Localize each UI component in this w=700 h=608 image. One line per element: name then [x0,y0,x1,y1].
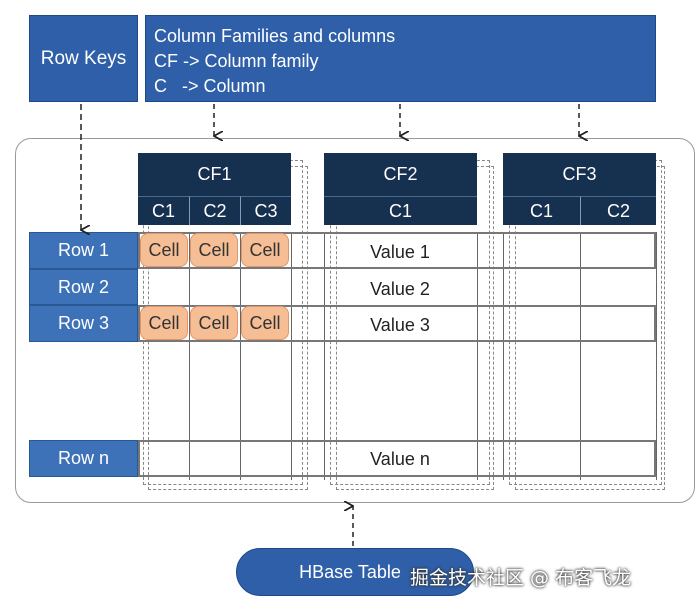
row-1-label: Row 1 [29,232,138,269]
cf1-col-c3: C3 [240,196,291,225]
row-keys-label: Row Keys [29,15,138,102]
grid-line [503,232,504,480]
cf1-col-c1: C1 [138,196,189,225]
cf3-col-c1: C1 [503,196,580,225]
row-2-label: Row 2 [29,269,138,305]
row-3-cell-c2: Cell [190,306,238,340]
hbase-table-label: HBase Table [236,548,474,596]
row-n-band [138,440,656,477]
row-1-cell-c2: Cell [190,233,238,267]
grid-line [656,232,657,480]
legend-line-c: C -> Column [154,76,266,96]
cf1-col-c2: C2 [189,196,240,225]
row-3-cell-c1: Cell [140,306,188,340]
cf3-col-c2: C2 [580,196,656,225]
row-1-cell-c3: Cell [241,233,289,267]
grid-line [240,232,241,480]
cf3-header: CF3 [503,153,656,196]
row-3-value: Value 3 [340,311,460,339]
row-3-cell-c3: Cell [241,306,289,340]
row-3-label: Row 3 [29,305,138,342]
watermark-text: 掘金技术社区 @ 布客飞龙 [410,567,632,589]
row-2-value: Value 2 [340,275,460,303]
grid-line [189,232,190,480]
grid-line [324,232,325,480]
cf1-header: CF1 [138,153,291,196]
grid-line [580,232,581,480]
column-families-legend: Column Families and columns CF -> Column… [145,15,656,102]
grid-line [291,232,292,480]
legend-line-cf: CF -> Column family [154,51,319,71]
cf2-header: CF2 [324,153,477,196]
grid-line [477,232,478,480]
row-n-value: Value n [340,445,460,473]
row-3-band [138,305,656,342]
row-1-value: Value 1 [340,238,460,266]
legend-line-title: Column Families and columns [154,26,396,46]
row-1-band [138,232,656,269]
row-n-label: Row n [29,440,138,477]
cf2-col-c1: C1 [324,196,477,225]
row-1-cell-c1: Cell [140,233,188,267]
